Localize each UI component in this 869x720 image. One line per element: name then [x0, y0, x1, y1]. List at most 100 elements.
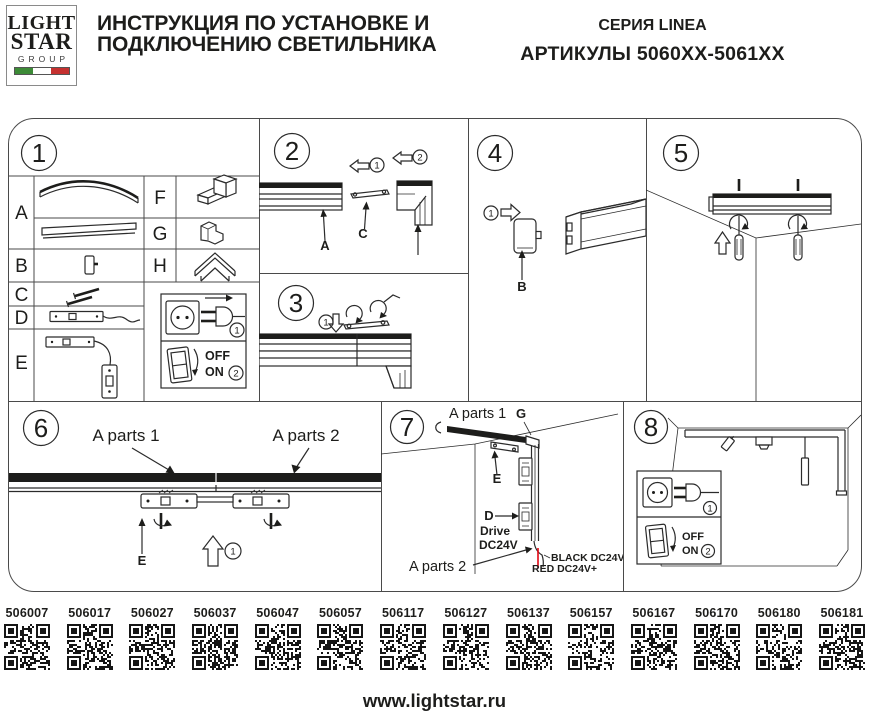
website-text: www.lightstar.ru: [362, 690, 507, 711]
article-number: 506170: [695, 606, 739, 620]
part-label-a: A: [15, 203, 28, 224]
connector-assembly: [140, 489, 290, 509]
step-number: 3: [289, 288, 303, 318]
part-label-e: E: [15, 353, 28, 374]
step-tag-1: 1: [230, 547, 235, 558]
l-connector-part: [200, 221, 224, 245]
page-title: ИНСТРУКЦИЯ ПО УСТАНОВКЕ И ПОДКЛЮЧЕНИЮ СВ…: [97, 13, 437, 56]
step-circle: 7: [389, 409, 425, 445]
step-number: 8: [644, 412, 658, 442]
article-number: 506017: [68, 606, 112, 620]
article-number: 506181: [820, 606, 864, 620]
a-parts-1-label: A parts 1: [92, 426, 159, 445]
step-1-diagram: 1 A B C D E F G H: [9, 134, 259, 401]
qr-item: 506047: [253, 606, 303, 675]
hollow-arrow-icon: [201, 535, 225, 567]
step-tag-circle: [483, 205, 499, 221]
qr-code: [818, 624, 865, 670]
end-cap-part: [84, 255, 98, 275]
joined-track: [9, 473, 381, 493]
step-number: 2: [285, 136, 299, 166]
callout-d: D: [484, 508, 493, 523]
step-8-diagram: 8: [633, 409, 861, 567]
panel-divider: [468, 119, 469, 401]
switch-on-label: ON: [205, 365, 224, 379]
step-6-diagram: 6 A parts 1 A parts 2: [9, 409, 381, 568]
track-side-view: [259, 182, 343, 211]
step-circle: 4: [476, 134, 514, 172]
qr-code: [505, 624, 552, 670]
a-parts-2-label: A parts 2: [409, 559, 466, 575]
connector-plate-e: [490, 441, 519, 453]
rotation-arrow-icon: [263, 513, 282, 529]
callout-arrow: [494, 456, 498, 476]
panel-divider: [259, 273, 468, 274]
step-circle: 5: [662, 134, 700, 172]
qr-item: 506137: [504, 606, 554, 675]
step-tag-circle: [228, 365, 244, 381]
plug-icon: [674, 483, 719, 502]
step-tag-1: 1: [488, 209, 493, 220]
article-number: 506157: [569, 606, 613, 620]
panel-divider: [259, 119, 260, 401]
a-parts-2-label: A parts 2: [272, 426, 339, 445]
callout-arrow: [131, 447, 170, 471]
corner-connector-part: [194, 252, 236, 282]
qr-code: [254, 624, 301, 670]
callout-arrow: [295, 447, 310, 469]
step-tag-circle: [224, 542, 242, 560]
driver-part: [49, 310, 141, 323]
drive-label-line2: DC24V: [479, 538, 518, 552]
step-tag-2: 2: [705, 547, 710, 558]
qr-code: [442, 624, 489, 670]
part-label-h: H: [153, 256, 167, 277]
spotlight-icon: [720, 435, 735, 452]
callout-arrow: [322, 215, 326, 242]
qr-item: 506027: [127, 606, 177, 675]
step-3-diagram: 3 1: [259, 284, 412, 389]
qr-code: [756, 624, 803, 670]
red-wire-label: RED DC24V+: [532, 563, 597, 575]
callout-arrow: [363, 207, 367, 230]
italian-flag-icon: [13, 67, 70, 75]
step-circle: 2: [273, 132, 311, 170]
callout-arrow: [472, 549, 527, 566]
step-number: 4: [488, 138, 502, 168]
part-label-c: C: [15, 285, 29, 306]
joined-track: [259, 333, 412, 389]
series-label: СЕРИЯ LINEA: [598, 17, 707, 34]
title-line2: ПОДКЛЮЧЕНИЮ СВЕТИЛЬНИКА: [97, 32, 437, 56]
black-wire: [533, 540, 544, 568]
step-7-diagram: 7 A parts 1 G E: [381, 406, 623, 575]
curved-track-part: [39, 180, 139, 204]
step-number: 6: [34, 413, 48, 443]
step-7-panel: 7 A parts 1 G E: [381, 401, 623, 591]
panel-divider: [381, 401, 382, 591]
driver-box: [518, 457, 533, 486]
panel-divider: [9, 401, 861, 402]
step-tag-1: 1: [323, 318, 328, 329]
callout-e: E: [138, 553, 147, 568]
hollow-arrow-icon: 2: [392, 149, 428, 166]
lightstar-logo: LIGHT STAR GROUP: [6, 5, 77, 86]
step-1-panel: 1 A B C D E F G H: [9, 119, 259, 401]
power-socket-icon: [642, 477, 673, 508]
article-number: 506167: [632, 606, 676, 620]
part-label-f: F: [154, 188, 166, 209]
drive-label-line1: Drive: [480, 524, 510, 538]
qr-code: [192, 624, 239, 670]
hollow-arrow-icon: [327, 313, 345, 333]
step-8-panel: 8: [623, 401, 861, 591]
switch-off-label: OFF: [205, 349, 230, 363]
a-parts-1-label: A parts 1: [449, 406, 506, 422]
rotation-arrow-icon: [153, 513, 172, 529]
part-label-g: G: [153, 224, 168, 245]
qr-code: [380, 624, 427, 670]
screws-part: [65, 287, 100, 308]
qr-code: [568, 624, 615, 670]
pendant-lamp-icon: [800, 437, 810, 486]
hollow-arrow-icon: [500, 203, 521, 222]
step-number: 5: [674, 138, 688, 168]
step-number: 1: [32, 138, 46, 168]
step-tag-2: 2: [233, 369, 238, 380]
